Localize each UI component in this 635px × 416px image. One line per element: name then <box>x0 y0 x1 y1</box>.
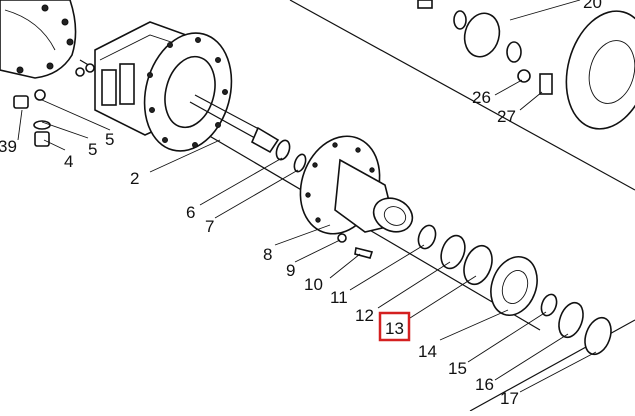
leader-lines <box>17 0 597 393</box>
part-label-39: 39 <box>0 137 17 156</box>
part-label-17: 17 <box>500 389 519 408</box>
part-label-4: 4 <box>64 152 73 171</box>
part-label-26: 26 <box>472 88 491 107</box>
part-label-13: 13 <box>385 319 404 338</box>
frame-line-top <box>289 0 635 191</box>
planetary-gear-parts <box>417 0 635 130</box>
part-label-9: 9 <box>286 261 295 280</box>
part-label-7: 7 <box>205 217 214 236</box>
plug-and-washers <box>13 63 95 147</box>
part-label-2: 2 <box>130 169 139 188</box>
hub-carrier <box>94 21 233 152</box>
part-label-16: 16 <box>475 375 494 394</box>
part-label-5b: 5 <box>105 130 114 149</box>
part-label-15: 15 <box>448 359 467 378</box>
part-label-14: 14 <box>418 342 437 361</box>
part-label-5a: 5 <box>88 140 97 159</box>
part-label-6: 6 <box>186 203 195 222</box>
highlight-box-13 <box>378 311 411 342</box>
part-label-10: 10 <box>304 275 323 294</box>
axle-housing <box>0 0 85 79</box>
axle-shaft <box>189 94 280 154</box>
part-label-12: 12 <box>355 306 374 325</box>
part-label-11: 11 <box>330 288 348 307</box>
part-label-27: 27 <box>497 107 516 126</box>
part-label-8: 8 <box>263 245 272 264</box>
wheel-hub <box>299 135 414 235</box>
part-label-20: 20 <box>583 0 602 12</box>
rings-and-bearing <box>275 139 612 356</box>
